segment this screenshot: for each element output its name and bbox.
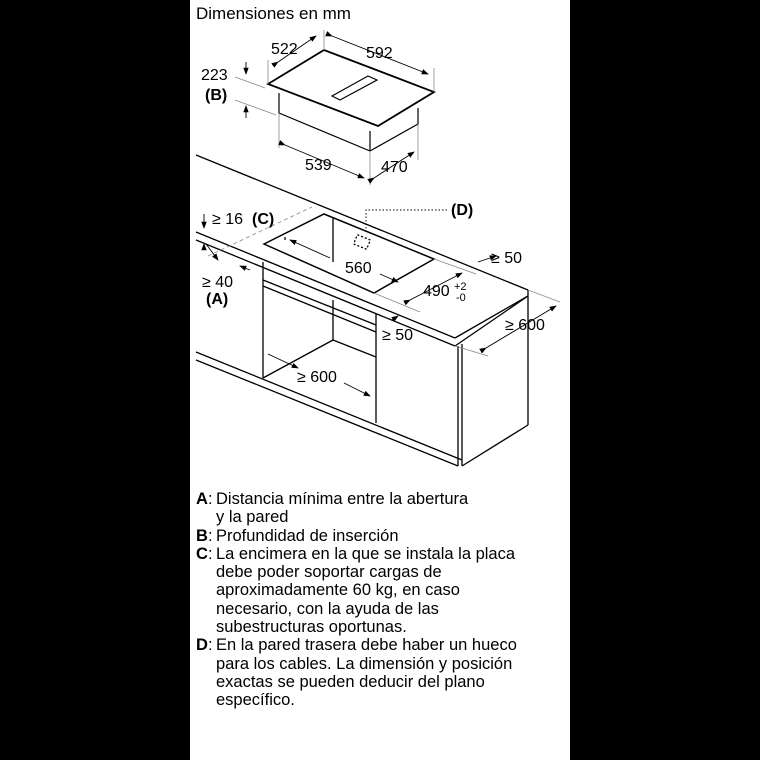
legend-text: La encimera en la que se instala la plac…	[216, 544, 516, 637]
legend-key: D	[196, 636, 208, 655]
hob-height-label: 223	[201, 67, 228, 84]
legend: A: Distancia mínima entre la abertura y …	[196, 490, 566, 710]
hob-depth-label: 522	[271, 41, 298, 58]
legend-text: Profundidad de inserción	[216, 526, 399, 545]
diagram-panel: Dimensiones en mm	[190, 0, 570, 760]
hob-drawing	[265, 49, 437, 152]
cabinet-width-label: ≥ 600	[297, 369, 337, 386]
cutout-tolerance-plus: +2	[454, 281, 467, 293]
hob-height-code: (B)	[205, 87, 227, 104]
front-margin-label: ≥ 50	[382, 327, 413, 344]
countertop-drawing	[195, 154, 529, 467]
legend-key: A	[196, 490, 208, 508]
legend-item-d: D: En la pared trasera debe haber un hue…	[196, 636, 566, 709]
legend-item-b: B: Profundidad de inserción	[196, 527, 566, 545]
hob-body-width-label: 539	[305, 157, 332, 174]
cutout-width-label: 560	[345, 260, 372, 277]
hob-width-label: 592	[366, 45, 393, 62]
countertop-thickness-label: ≥ 16	[212, 211, 243, 228]
cutout-depth-label: 490	[423, 283, 450, 300]
legend-item-c: C: La encimera en la que se instala la p…	[196, 545, 566, 636]
cutout-tolerance-minus: -0	[456, 292, 466, 304]
cable-recess-code: (D)	[451, 202, 473, 219]
wall-distance-label: ≥ 40	[202, 274, 233, 291]
wall-distance-code: (A)	[206, 291, 228, 308]
counter-depth-label: ≥ 600	[505, 317, 545, 334]
legend-key: C	[196, 544, 208, 563]
back-margin-label: ≥ 50	[491, 250, 522, 267]
countertop-thickness-code: (C)	[252, 211, 274, 228]
diagram-title: Dimensiones en mm	[196, 4, 351, 23]
legend-key: B	[196, 526, 208, 545]
legend-text: Distancia mínima entre la abertura y la …	[216, 490, 469, 527]
legend-item-a: A: Distancia mínima entre la abertura y …	[196, 490, 566, 527]
legend-text: En la pared trasera debe haber un hueco …	[216, 636, 517, 710]
hob-body-depth-label: 470	[381, 159, 408, 176]
